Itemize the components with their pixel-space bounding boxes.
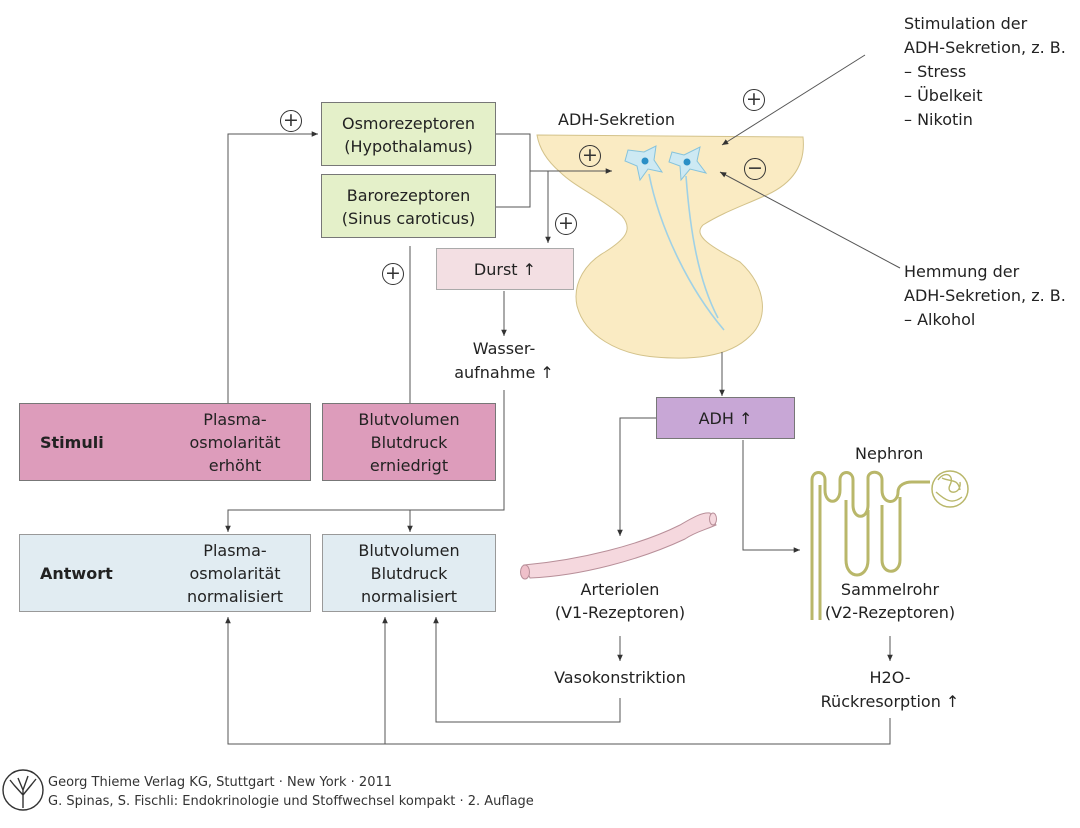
stimuli-plasma-line-3: erhöht: [208, 456, 262, 475]
stimuli-row-label: Stimuli: [40, 433, 104, 452]
durst-label: Durst ↑: [473, 260, 537, 279]
wasseraufnahme-label-2: aufnahme ↑: [454, 363, 554, 382]
adh-sekretion-label: ADH-Sekretion: [558, 110, 676, 129]
adh-box: ADH ↑: [656, 397, 795, 439]
baroreceptor-box: Barorezeptoren (Sinus caroticus): [321, 174, 496, 238]
osmoreceptor-label-1: Osmorezeptoren: [341, 114, 476, 133]
wasseraufnahme-label-1: Wasser-: [472, 339, 536, 358]
antwort-blut-box: Blutvolumen Blutdruck normalisiert: [322, 534, 496, 612]
baroreceptor-label-1: Barorezeptoren: [346, 186, 471, 205]
publisher-logo: [2, 769, 44, 811]
pituitary-gland: [536, 134, 804, 359]
antwort-plasma-line-1: Plasma-: [203, 541, 267, 560]
stimuli-plasma-line-2: osmolarität: [189, 433, 281, 452]
footer-publisher: Georg Thieme Verlag KG, Stuttgart · New …: [48, 775, 393, 790]
antwort-plasma-line-2: osmolarität: [189, 564, 281, 583]
nephron-label: Nephron: [855, 444, 924, 463]
vasokonstriktion-label: Vasokonstriktion: [554, 668, 686, 687]
hemmung-note-1: Hemmung der: [904, 262, 1020, 281]
antwort-blut-line-1: Blutvolumen: [358, 541, 460, 560]
adh-label: ADH ↑: [698, 409, 753, 428]
hemmung-note-3: – Alkohol: [904, 310, 976, 329]
antwort-row-label: Antwort: [40, 564, 113, 583]
plus-sign-gland: +: [579, 145, 601, 167]
hemmung-note-2: ADH-Sekretion, z. B.: [904, 286, 1066, 305]
arteriole-vessel: [520, 512, 717, 580]
antwort-plasma-box: Antwort Plasma- osmolarität normalisiert: [19, 534, 311, 612]
footer-citation: G. Spinas, S. Fischli: Endokrinologie un…: [48, 794, 534, 809]
antwort-blut-line-2: Blutdruck: [370, 564, 448, 583]
sammelrohr-label-1: Sammelrohr: [840, 580, 940, 599]
antwort-blut-line-3: normalisiert: [361, 587, 457, 606]
nephron-drawing: [810, 470, 969, 620]
h2o-label-1: H2O-: [869, 668, 911, 687]
stimuli-blut-line-2: Blutdruck: [370, 433, 448, 452]
plus-sign-osmo: +: [280, 110, 302, 132]
plus-sign-durst: +: [555, 213, 577, 235]
arteriolen-label-2: (V1-Rezeptoren): [554, 603, 686, 622]
stimuli-plasma-line-1: Plasma-: [203, 410, 267, 429]
durst-box: Durst ↑: [436, 248, 574, 290]
stimulation-note-5: – Nikotin: [904, 110, 973, 129]
baroreceptor-label-2: (Sinus caroticus): [341, 209, 476, 228]
stimulation-note-2: ADH-Sekretion, z. B.: [904, 38, 1066, 57]
stimulation-note-4: – Übelkeit: [904, 86, 983, 105]
minus-sign-gland: −: [744, 158, 766, 180]
connector-lines: [225, 54, 901, 745]
h2o-label-2: Rückresorption ↑: [820, 692, 960, 711]
stimuli-blut-box: Blutvolumen Blutdruck erniedrigt: [322, 403, 496, 481]
antwort-plasma-line-3: normalisiert: [187, 587, 283, 606]
sammelrohr-label-2: (V2-Rezeptoren): [824, 603, 956, 622]
stimulation-note-1: Stimulation der: [904, 14, 1028, 33]
stimulation-note-3: – Stress: [904, 62, 967, 81]
arteriolen-label-1: Arteriolen: [580, 580, 660, 599]
plus-sign-baro: +: [382, 263, 404, 285]
stimuli-blut-line-1: Blutvolumen: [358, 410, 460, 429]
plus-sign-stimulation: +: [743, 89, 765, 111]
osmoreceptor-box: Osmorezeptoren (Hypothalamus): [321, 102, 496, 166]
neuron-cells: [624, 145, 725, 331]
stimuli-blut-line-3: erniedrigt: [369, 456, 449, 475]
osmoreceptor-label-2: (Hypothalamus): [344, 137, 473, 156]
stimuli-plasma-box: Stimuli Plasma- osmolarität erhöht: [19, 403, 311, 481]
